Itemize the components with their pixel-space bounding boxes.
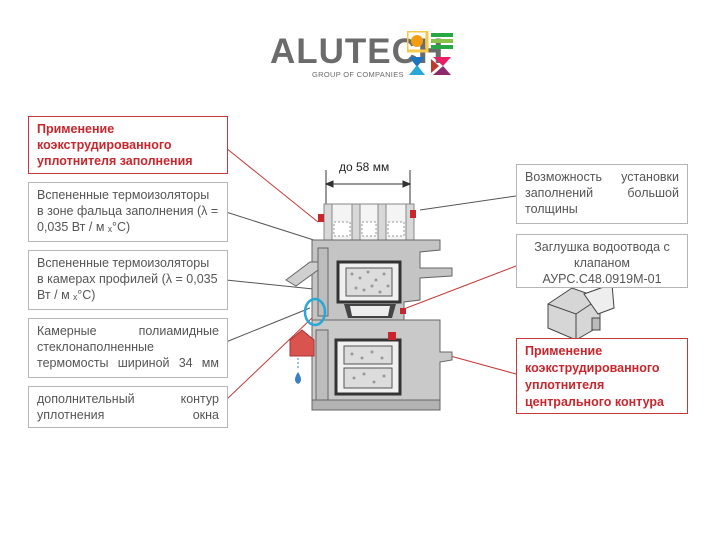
leader-drain-cap xyxy=(395,265,517,313)
label-foam-rebate: Вспененные термоизоляторы в зоне фальца … xyxy=(28,182,228,242)
leader-polyamide xyxy=(225,307,311,343)
logo-subtitle: GROUP OF COMPANIES xyxy=(312,70,404,79)
alutech-logo: ALUTECH GROUP OF COMPANIES xyxy=(270,28,460,80)
label-seal-central: Применение коэкструдированного уплотните… xyxy=(516,338,688,414)
label-drain-cap: Заглушка водоотвода с клапаном АУРС.С48.… xyxy=(516,234,688,288)
label-seal-central-text: Применение коэкструдированного уплотните… xyxy=(525,344,664,409)
label-foam-chambers-text: Вспененные термоизоляторы в камерах проф… xyxy=(37,256,218,302)
label-seal-fill-text: Применение коэкструдированного уплотните… xyxy=(37,122,193,168)
fill-seal-marks xyxy=(318,210,416,222)
label-thick-fill-text: Возможность установки заполнений большой… xyxy=(525,170,679,216)
label-extra-contour-text: дополнительный контур уплотнения окна xyxy=(37,392,219,422)
central-seal-marks xyxy=(388,308,406,340)
leader-seal-fill xyxy=(225,147,319,223)
frame-foam-insulation xyxy=(334,338,402,396)
label-polyamide-text: Камерные полиамидные стеклонаполненные т… xyxy=(37,324,219,370)
water-drop-icon xyxy=(295,372,301,384)
dimension-58mm xyxy=(324,170,412,206)
leader-thick-fill xyxy=(419,195,517,211)
leader-foam-rebate xyxy=(225,211,321,243)
glazing-unit xyxy=(323,203,415,241)
label-thick-fill: Возможность установки заполнений большой… xyxy=(516,164,688,224)
label-extra-contour: дополнительный контур уплотнения окна xyxy=(28,386,228,428)
label-drain-cap-text: Заглушка водоотвода с клапаном АУРС.С48.… xyxy=(534,240,670,286)
dimension-label: до 58 мм xyxy=(339,160,390,174)
label-foam-chambers: Вспененные термоизоляторы в камерах проф… xyxy=(28,250,228,310)
drain-cap-marker xyxy=(289,329,315,357)
label-seal-fill: Применение коэкструдированного уплотните… xyxy=(28,116,228,174)
drain-cap-illustration xyxy=(547,283,615,341)
sash-foam-insulation xyxy=(336,260,402,318)
extra-contour-highlight xyxy=(303,297,327,327)
label-foam-rebate-text: Вспененные термоизоляторы в зоне фальца … xyxy=(37,188,219,234)
logo-mark-icon xyxy=(407,31,453,75)
outer-lip xyxy=(285,261,319,287)
leader-extra-contour xyxy=(225,317,313,401)
label-polyamide: Камерные полиамидные стеклонаполненные т… xyxy=(28,318,228,378)
